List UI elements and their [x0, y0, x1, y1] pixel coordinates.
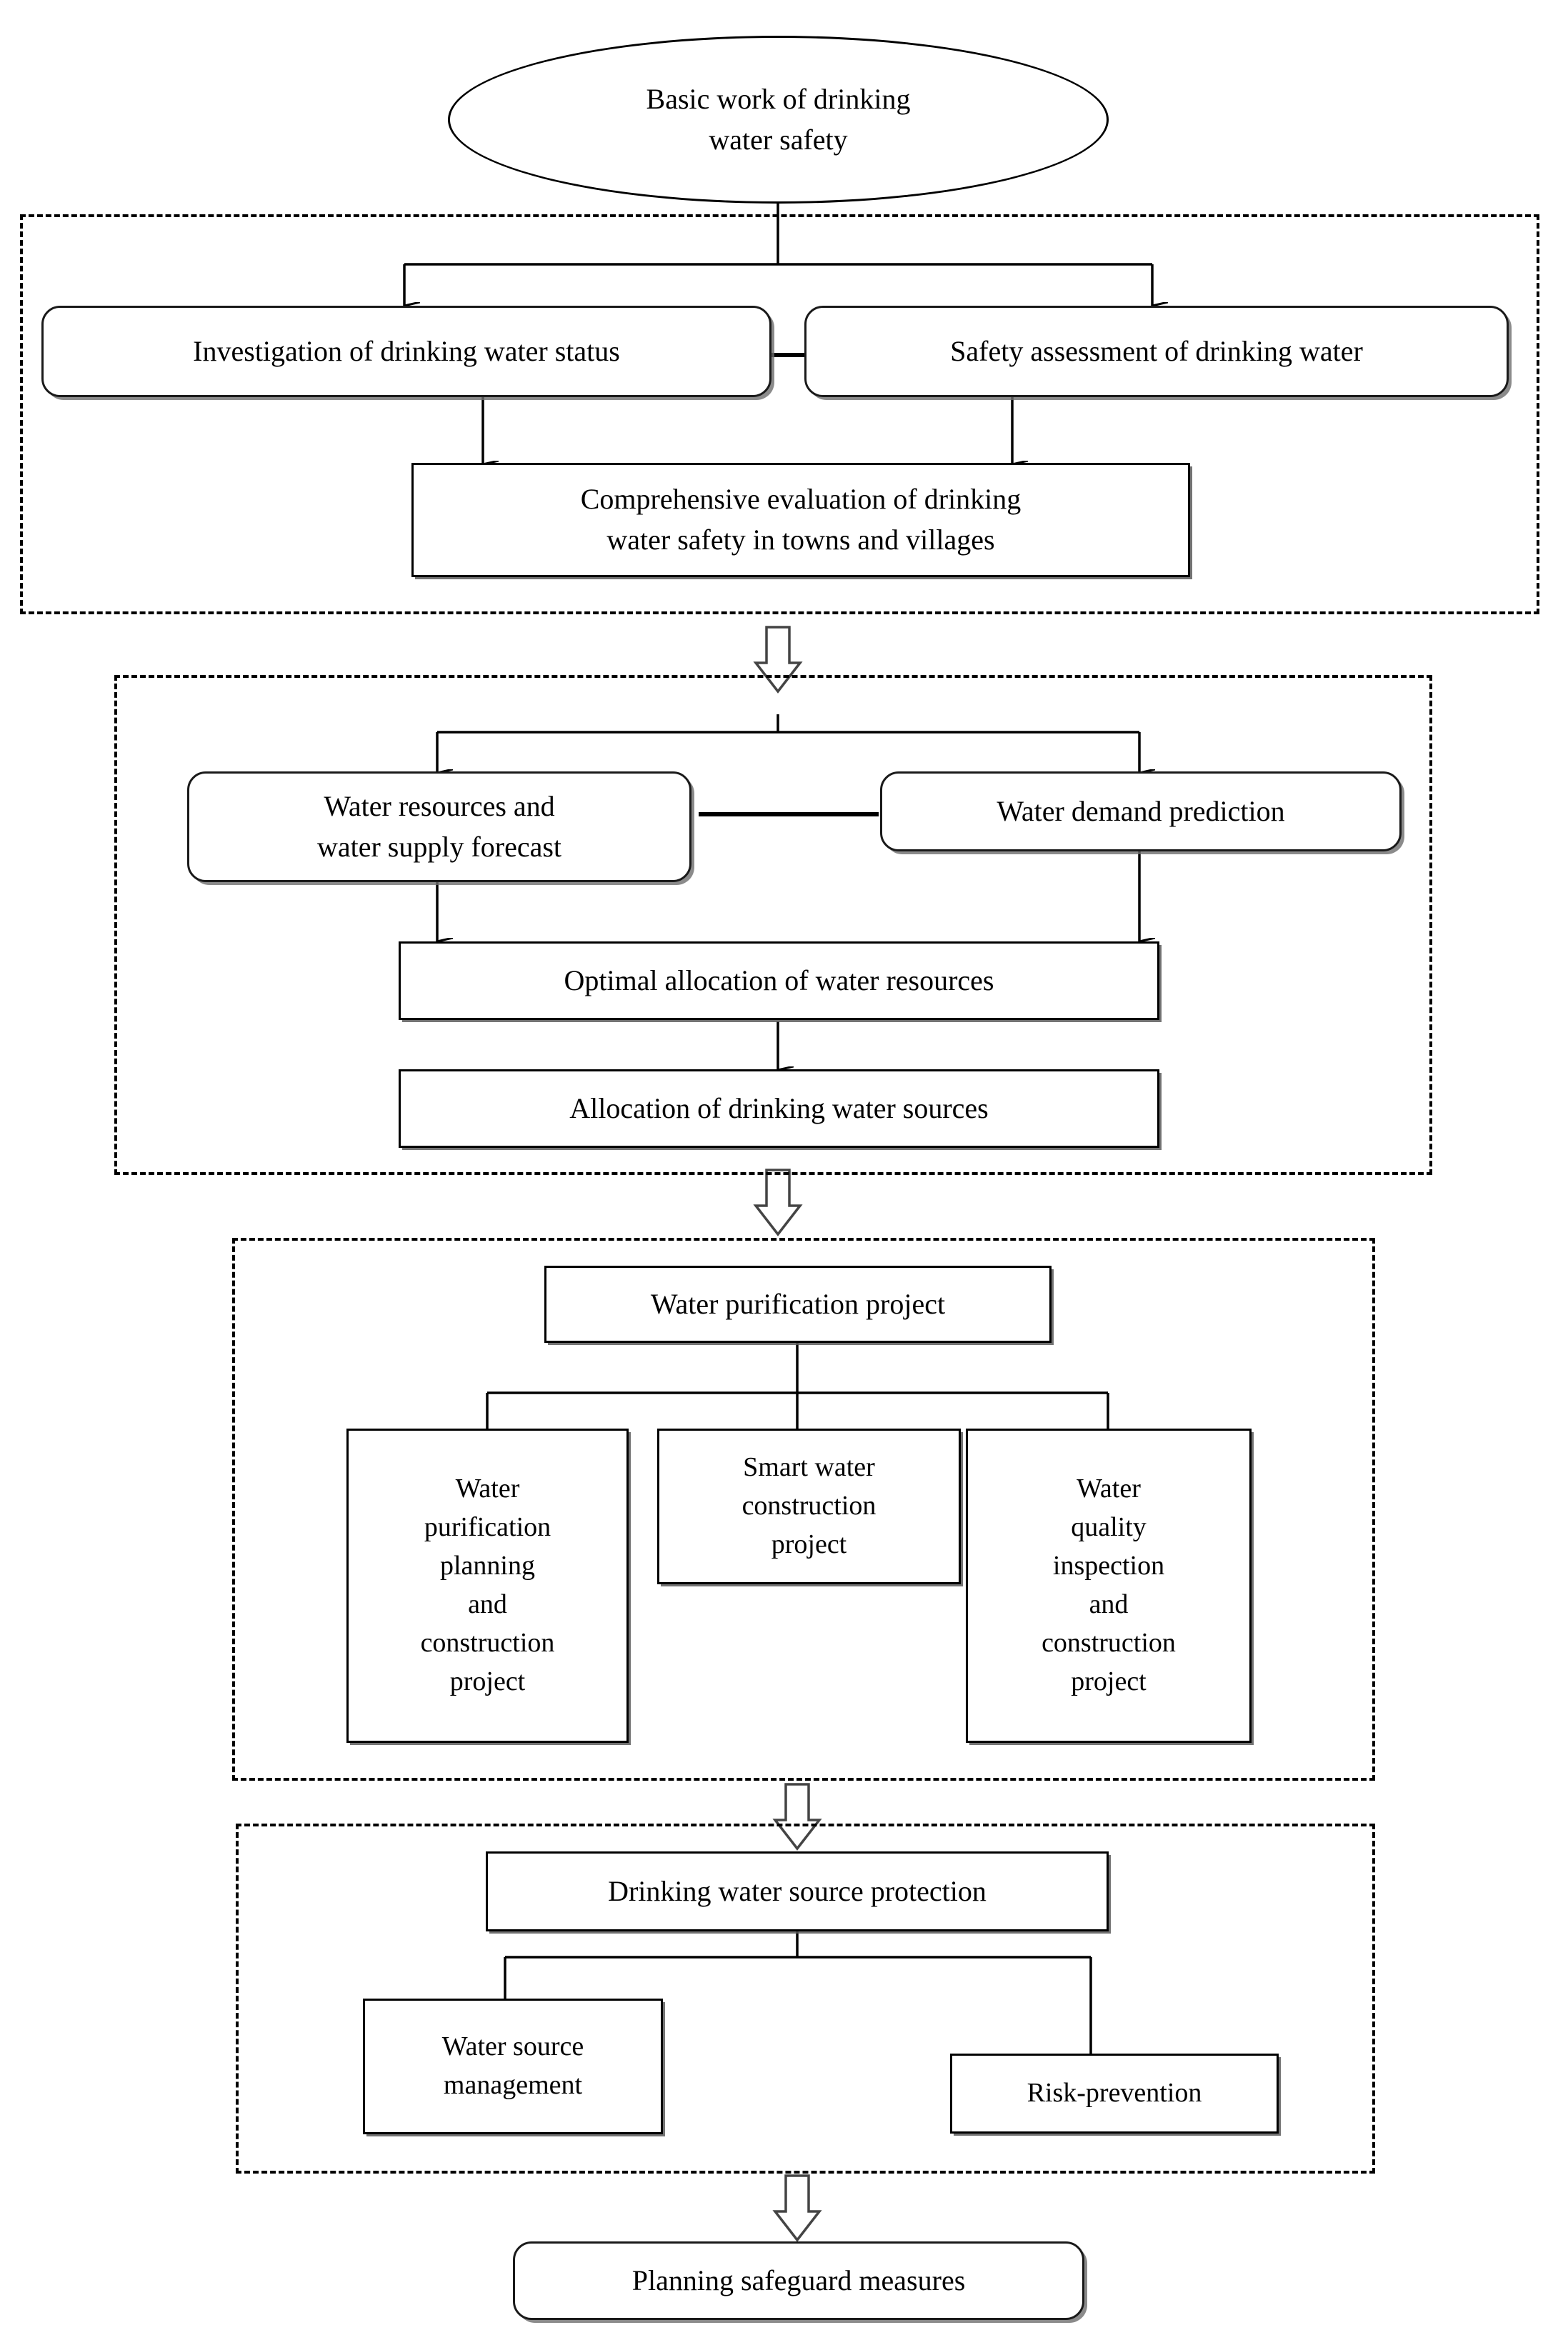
node-planning-safeguard-measures[interactable]: Planning safeguard measures — [513, 2241, 1084, 2320]
basic-work-group — [20, 214, 1539, 614]
node-label: Water quality inspection and constructio… — [1042, 1474, 1176, 1696]
node-comprehensive-evaluation[interactable]: Comprehensive evaluation of drinking wat… — [411, 463, 1190, 577]
node-label: Drinking water source protection — [608, 1874, 987, 1907]
node-label: Water resources and water supply forecas… — [316, 789, 562, 863]
node-water-demand-prediction[interactable]: Water demand prediction — [880, 771, 1402, 851]
node-smart-water-construction-project[interactable]: Smart water construction project — [657, 1429, 961, 1584]
node-label: Safety assessment of drinking water — [950, 334, 1363, 367]
node-label: Allocation of drinking water sources — [569, 1091, 989, 1124]
node-safety-assessment-drinking-water[interactable]: Safety assessment of drinking water — [804, 306, 1509, 397]
node-water-resources-supply-forecast[interactable]: Water resources and water supply forecas… — [187, 771, 691, 882]
node-label: Water purification project — [650, 1287, 946, 1320]
node-label: Smart water construction project — [741, 1452, 877, 1559]
node-investigation-drinking-water-status[interactable]: Investigation of drinking water status — [41, 306, 771, 397]
node-label: Planning safeguard measures — [631, 2264, 966, 2296]
water-purification-group — [232, 1238, 1375, 1781]
node-water-purification-planning-construction[interactable]: Water purification planning and construc… — [346, 1429, 629, 1743]
node-drinking-water-source-protection[interactable]: Drinking water source protection — [486, 1851, 1109, 1931]
node-label: Water demand prediction — [997, 794, 1285, 827]
stage-arrow-2 — [753, 1169, 803, 1236]
node-allocation-drinking-water-sources[interactable]: Allocation of drinking water sources — [399, 1069, 1159, 1148]
start-node-label: Basic work of drinking water safety — [646, 82, 911, 156]
node-label: Water source management — [441, 2031, 584, 2100]
node-optimal-allocation-water-resources[interactable]: Optimal allocation of water resources — [399, 941, 1159, 1020]
node-water-quality-inspection-construction[interactable]: Water quality inspection and constructio… — [966, 1429, 1252, 1743]
node-water-source-management[interactable]: Water source management — [363, 1999, 663, 2134]
node-water-purification-project[interactable]: Water purification project — [544, 1266, 1052, 1343]
start-node-basic-work[interactable]: Basic work of drinking water safety — [448, 36, 1109, 204]
node-label: Optimal allocation of water resources — [564, 964, 994, 996]
node-label: Water purification planning and construc… — [420, 1474, 555, 1696]
node-label: Investigation of drinking water status — [193, 334, 620, 367]
stage-arrow-4 — [772, 2174, 822, 2242]
node-label: Risk-prevention — [1027, 2078, 1202, 2109]
node-risk-prevention[interactable]: Risk-prevention — [950, 2054, 1279, 2134]
node-label: Comprehensive evaluation of drinking wat… — [580, 483, 1022, 556]
